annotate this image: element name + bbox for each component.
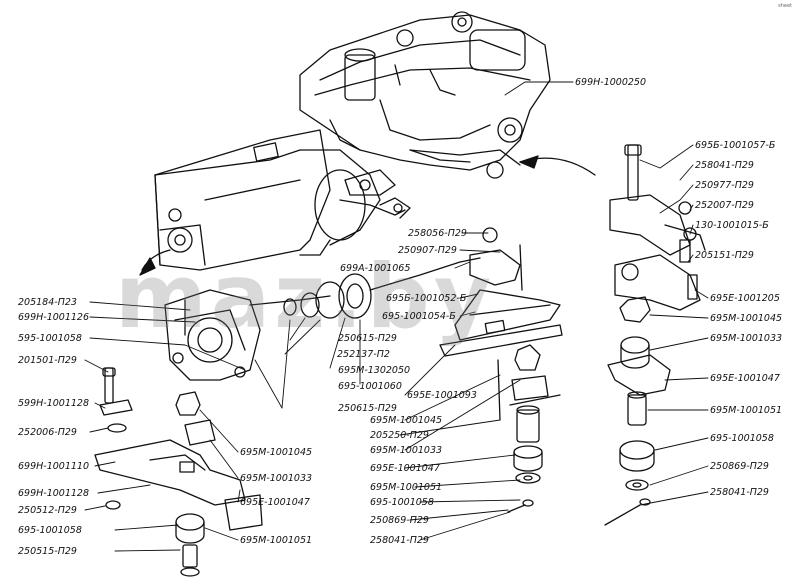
label-252006: 252006-П29	[18, 427, 77, 438]
label-250512: 250512-П29	[18, 505, 77, 516]
right-mount-assembly	[604, 144, 706, 526]
label-595-1001058: 595-1001058	[18, 333, 82, 344]
label-250615-a: 250615-П29	[338, 333, 397, 344]
label-258041-c: 258041-П29	[370, 535, 429, 546]
label-258041-a: 258041-П29	[695, 160, 754, 171]
label-258056: 258056-П29	[408, 228, 467, 239]
label-695e-1001093: 695Е-1001093	[407, 390, 477, 401]
label-695m-1302050: 695М-1302050	[338, 365, 411, 376]
label-699n-1001126: 699Н-1001126	[18, 312, 90, 323]
left-mount-assembly	[94, 289, 263, 577]
label-695m-1001045-left: 695М-1001045	[240, 447, 313, 458]
label-252137: 252137-П2	[337, 349, 390, 360]
label-205184: 205184-П23	[18, 297, 77, 308]
label-695-1001058-right: 695-1001058	[710, 433, 774, 444]
centre-mount-assembly	[249, 227, 563, 513]
label-258041-b: 258041-П29	[710, 487, 769, 498]
engine-front-brackets	[339, 149, 521, 219]
label-695m-1001051-right: 695М-1001051	[710, 405, 783, 416]
label-695m-1001045-centre: 695М-1001045	[370, 415, 443, 426]
gearbox-housing	[154, 129, 381, 271]
label-695-1001058-centre: 695-1001058	[370, 497, 434, 508]
corner-mark: sheet	[778, 3, 792, 9]
label-250869-right: 250869-П29	[710, 461, 769, 472]
label-695m-1001051-centre: 695М-1001051	[370, 482, 443, 493]
label-599n-1001128: 599Н-1001128	[18, 398, 90, 409]
pointer-arrow	[139, 155, 596, 276]
label-695m-1001033-left: 695М-1001033	[240, 473, 313, 484]
label-205250: 205250-П29	[370, 430, 429, 441]
label-250977: 250977-П29	[695, 180, 754, 191]
label-201501: 201501-П29	[18, 355, 77, 366]
label-252007: 252007-П29	[695, 200, 754, 211]
label-695m-1001045-right: 695М-1001045	[710, 313, 783, 324]
label-205151: 205151-П29	[695, 250, 754, 261]
label-695e-1001047-right: 695Е-1001047	[710, 373, 780, 384]
label-695e-1001047-centre: 695Е-1001047	[370, 463, 440, 474]
label-695e-1001047-left: 695Е-1001047	[240, 497, 310, 508]
label-699n-1001128: 699Н-1001128	[18, 488, 90, 499]
label-695-1001060: 695-1001060	[338, 381, 402, 392]
label-130-1001015b: 130-1001015-Б	[695, 220, 769, 231]
label-250515: 250515-П29	[18, 546, 77, 557]
label-695m-1001033-right: 695М-1001033	[710, 333, 783, 344]
label-699n-1001110: 699Н-1001110	[18, 461, 90, 472]
label-695m-1001051-left: 695М-1001051	[240, 535, 313, 546]
label-695-1001058-left: 695-1001058	[18, 525, 82, 536]
label-695-1001054b: 695-1001054-Б	[382, 311, 456, 322]
watermark: maz.by	[115, 245, 496, 348]
label-250615-b: 250615-П29	[338, 403, 397, 414]
label-695e-1001205: 695Е-1001205	[710, 293, 780, 304]
label-250869-centre: 250869-П29	[370, 515, 429, 526]
label-699a-1001065: 699А-1001065	[340, 263, 411, 274]
label-695m-1001033-centre: 695М-1001033	[370, 445, 443, 456]
leader-lines	[84, 81, 709, 552]
label-699n-1000250: 699Н-1000250	[575, 77, 647, 88]
engine-block	[299, 11, 551, 179]
label-250907: 250907-П29	[398, 245, 457, 256]
label-695b-1001052b: 695Б-1001052-Б	[386, 293, 467, 304]
label-695b-1001057b: 695Б-1001057-Б	[695, 140, 776, 151]
